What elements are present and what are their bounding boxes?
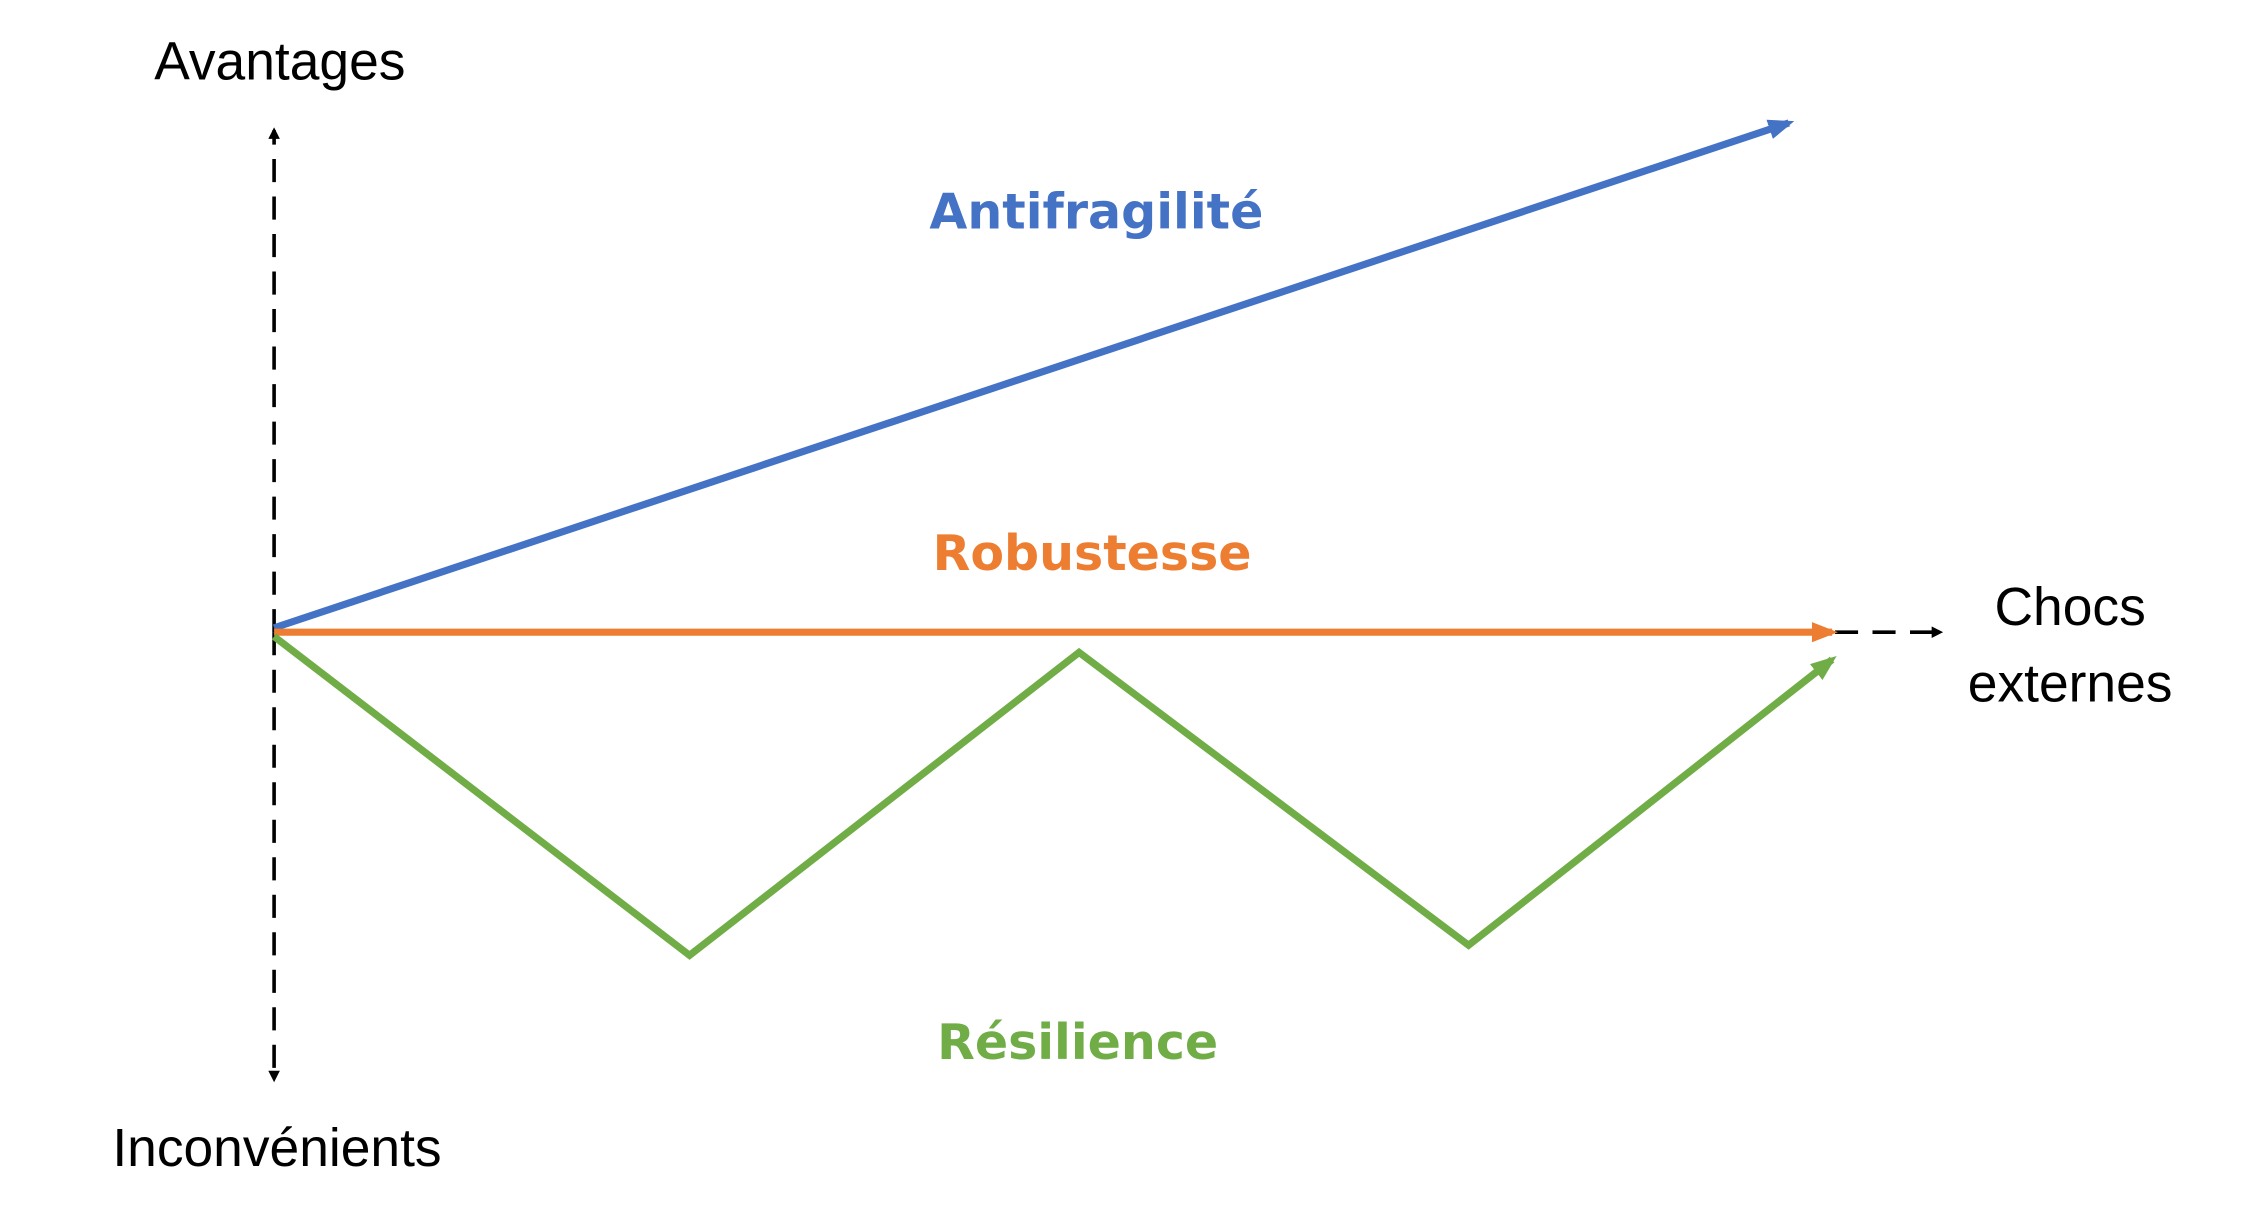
resilience-label: Résilience xyxy=(937,1013,1218,1071)
y-axis-top-label: Avantages xyxy=(154,33,405,92)
resilience-line xyxy=(271,633,1837,960)
robustness-label: Robustesse xyxy=(933,524,1252,582)
antifragility-line xyxy=(272,119,1795,632)
x-axis-label-line1: Chocs xyxy=(1995,578,2146,637)
antifragility-label: Antifragilité xyxy=(929,182,1263,240)
x-axis-label-line2: externes xyxy=(1968,654,2173,713)
y-axis-bottom-label: Inconvénients xyxy=(112,1119,441,1178)
